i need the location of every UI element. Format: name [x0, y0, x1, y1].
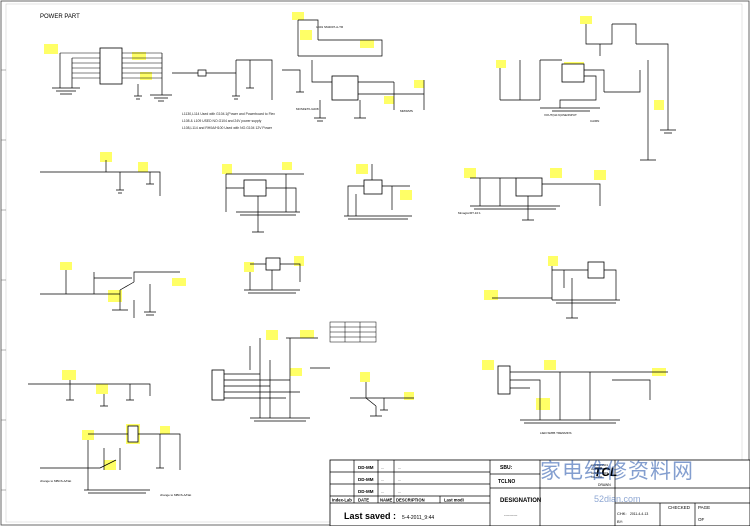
note-1: L1130,L114 Used with G104.1(Power and Po…: [182, 112, 275, 116]
watermark: 家电维修资料网 52dian.com: [540, 460, 694, 504]
rev-row-1-c3: ...: [398, 465, 401, 470]
rev-row-3-c3: ...: [398, 489, 401, 494]
designation-dashes: ----------: [504, 512, 518, 517]
page-label: PAGE: [698, 505, 710, 510]
note-3: L108,L114 and RH0A/H100 Used with NO.G10…: [182, 126, 273, 130]
chk-date: 2011-4-4-13: [630, 512, 648, 516]
header-date: DATE: [358, 498, 369, 503]
block-converter-right-bottom: LIED:SM85 TRENMFIS: [482, 360, 668, 435]
sbu-label: SBU:: [500, 465, 513, 471]
code-4: CE-2011: [591, 475, 603, 479]
tcl-logo: TCL: [594, 465, 617, 479]
drawn-label: DRAWN: [598, 483, 611, 487]
svg-text:MmagiccRT-10:1: MmagiccRT-10:1: [458, 211, 481, 215]
designation-label: DESIGNATION: [500, 498, 541, 504]
watermark-url: 52dian.com: [594, 494, 641, 504]
block-jumper-table: [329, 321, 377, 343]
svg-text:U401 SM4007-A-TR: U401 SM4007-A-TR: [316, 25, 344, 29]
checked-label: CHECKED: [668, 505, 691, 510]
svg-text:VOUT(G0.9)USE/INPUT: VOUT(G0.9)USE/INPUT: [544, 113, 577, 117]
svg-text:MMIII/MS: MMIII/MS: [400, 109, 413, 113]
watermark-text: 家电维修资料网: [540, 460, 694, 483]
border-ticks: [1, 69, 6, 491]
block-connector-center-bottom: [211, 330, 330, 422]
last-saved-label: Last saved :: [344, 511, 396, 521]
rev-row-2-c3: ...: [398, 477, 401, 482]
rev-row-3-who: DD-MM: [358, 489, 374, 494]
header-index-lab: Index-Lab: [332, 498, 352, 503]
rev-row-2-who: DD-MM: [358, 477, 374, 482]
code-2: A203003502: [591, 467, 608, 471]
svg-text:LIED:SM85 TRENMFIS: LIED:SM85 TRENMFIS: [540, 431, 571, 435]
section-title: POWER PART: [40, 14, 80, 20]
tclno-label: TCLNO: [498, 479, 515, 485]
block-buck-converter-top-right: VOUT(G0.9)USE/INPUT CAIRN: [496, 16, 676, 161]
block-left-transistor-1: [40, 262, 186, 318]
chk-label: CHK:: [617, 511, 627, 516]
block-left-mid-1: [40, 152, 161, 196]
svg-text:CAIRN: CAIRN: [590, 119, 599, 123]
last-saved-value: 5-4-2011_9:44: [402, 515, 434, 521]
header-last-modified: Last modi: [444, 498, 464, 503]
block-regulator-center: [344, 164, 412, 220]
note-2: L108 & L109 USED NO.G104 and 24V power s…: [182, 119, 262, 123]
block-regulator-top: U401 SM4007-A-TR MOSFETII-G008 MMIII/MS: [232, 12, 425, 122]
header-description: DESCRIPTION: [396, 498, 425, 503]
block-connector-bottom-left: change to MBCS-A/Nat change to MBCS-A/Na…: [40, 424, 191, 497]
svg-text:MOSFETII-G008: MOSFETII-G008: [296, 107, 319, 111]
rev-row-3-c2: ...: [381, 489, 384, 494]
block-transistor-center: [244, 256, 304, 294]
rev-row-2-c2: ...: [381, 477, 384, 482]
block-regulator-right-mid: MmagiccRT-10:1: [458, 168, 606, 221]
svg-text:change to MBCS-A/Nat: change to MBCS-A/Nat: [160, 493, 191, 497]
block-connector-input: [44, 44, 236, 102]
title-block: DD-MM ... ... DD-MM ... ... DD-MM ... ..…: [329, 459, 750, 526]
header-name: NAME: [380, 498, 393, 503]
of-label: OF: [698, 517, 705, 522]
rev-row-1-c2: ...: [381, 465, 384, 470]
code-1: A203003501: [591, 463, 608, 467]
code-3: A203003503: [591, 471, 608, 475]
block-regulator-right: [484, 256, 620, 319]
svg-text:change to MBCS-A/Nat: change to MBCS-A/Nat: [40, 479, 71, 483]
block-regulator-center-left: [222, 162, 304, 233]
by-label: BY:: [617, 519, 623, 524]
block-left-transistor-2: [28, 370, 151, 407]
rev-row-1-who: DD-MM: [358, 465, 374, 470]
block-transistor-center-right: [350, 372, 414, 417]
